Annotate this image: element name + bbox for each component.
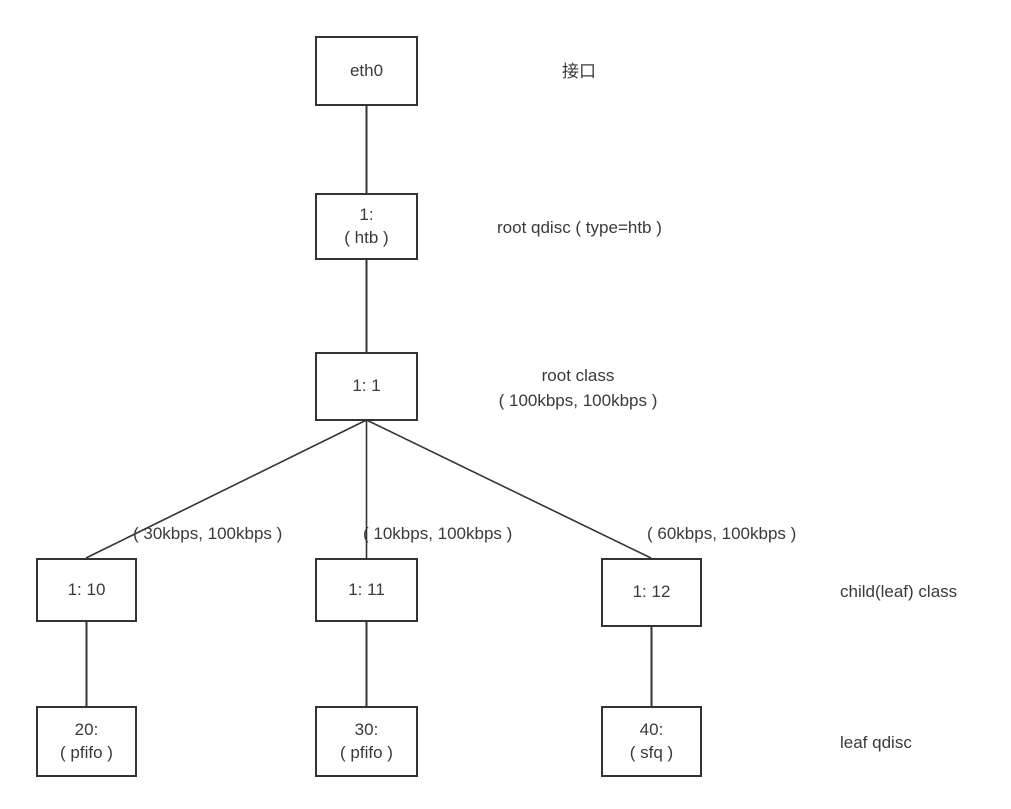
node-root-class-line1: 1: 1 [352, 376, 381, 396]
node-class-1-11-line1: 1: 11 [348, 579, 385, 599]
node-root-qdisc: 1: ( htb ) [315, 193, 418, 260]
node-qdisc-30-line1: 30: [354, 719, 379, 739]
node-qdisc-20-line1: 20: [74, 719, 99, 739]
annotation-root-class-line2: ( 100kbps, 100kbps ) [498, 390, 658, 410]
edge-label-class-1-11: ( 10kbps, 100kbps ) [363, 524, 513, 543]
node-class-1-10: 1: 10 [36, 558, 137, 622]
node-qdisc-30: 30: ( pfifo ) [315, 706, 418, 777]
node-root-qdisc-line1: 1: [359, 204, 374, 224]
node-qdisc-40: 40: ( sfq ) [601, 706, 702, 777]
node-class-1-11: 1: 11 [315, 558, 418, 622]
node-class-1-10-line1: 1: 10 [67, 579, 106, 599]
node-eth0: eth0 [315, 36, 418, 106]
annotation-child-leaf-class: child(leaf) class [840, 582, 958, 601]
node-root-qdisc-line2: ( htb ) [344, 227, 389, 247]
node-class-1-12: 1: 12 [601, 558, 702, 627]
annotation-leaf-qdisc: leaf qdisc [840, 733, 912, 752]
annotation-interface: 接口 [562, 62, 596, 81]
node-qdisc-20-line2: ( pfifo ) [60, 742, 113, 762]
annotation-root-qdisc: root qdisc ( type=htb ) [497, 218, 662, 237]
annotation-root-class-line1: root class [541, 366, 615, 385]
edge-label-class-1-10: ( 30kbps, 100kbps ) [133, 524, 283, 543]
annotation-root-class: root class ( 100kbps, 100kbps ) [487, 364, 669, 413]
node-qdisc-40-line2: ( sfq ) [629, 742, 674, 762]
node-root-class: 1: 1 [315, 352, 418, 421]
node-qdisc-40-line1: 40: [639, 719, 664, 739]
node-qdisc-30-line2: ( pfifo ) [340, 742, 393, 762]
node-eth0-line1: eth0 [349, 60, 384, 80]
edge-label-class-1-12: ( 60kbps, 100kbps ) [647, 524, 797, 543]
node-class-1-12-line1: 1: 12 [632, 582, 671, 602]
node-qdisc-20: 20: ( pfifo ) [36, 706, 137, 777]
